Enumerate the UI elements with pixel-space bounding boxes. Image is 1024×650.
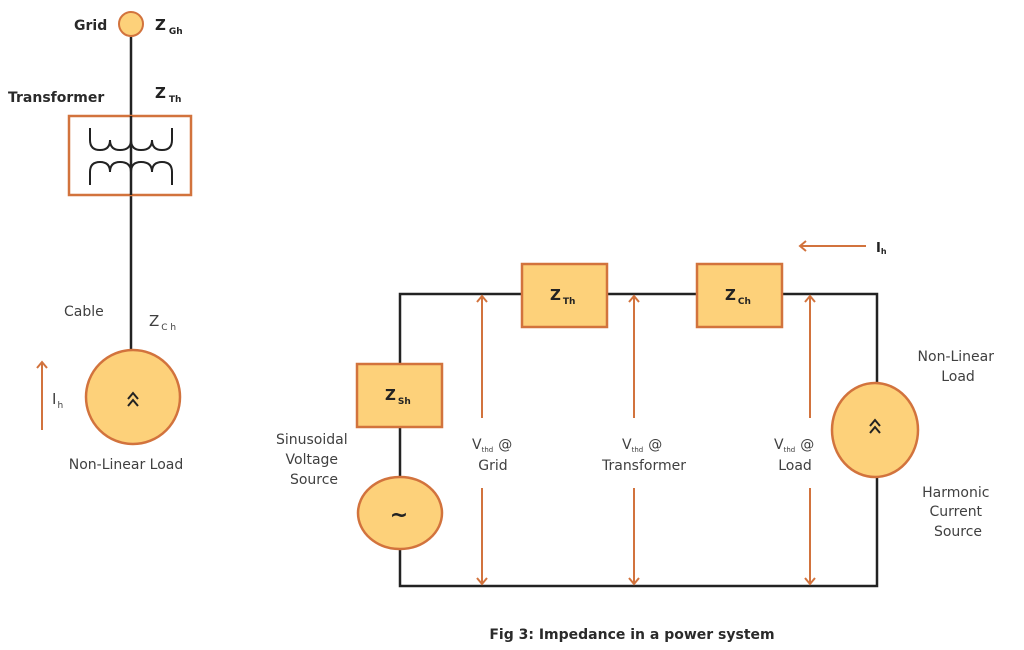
non-linear-load-label-right: Non-Linear Load: [918, 349, 999, 385]
transformer-impedance-box: [520, 262, 609, 329]
double-chevron-up-icon-right: [869, 418, 881, 434]
source-impedance-box: [355, 362, 444, 429]
grid-label: Grid: [74, 18, 107, 34]
cable-label: Cable: [64, 304, 104, 320]
voltage-source-icon: [356, 475, 444, 551]
harmonic-current-label: Ih: [52, 390, 63, 411]
vthd-load-label: Vthd@: [774, 437, 814, 454]
figure-caption: Fig 3: Impedance in a power system: [489, 627, 774, 643]
grid-node-icon: [118, 11, 144, 37]
double-chevron-up-icon: [127, 391, 139, 407]
non-linear-load-label: Non-Linear Load: [69, 457, 184, 473]
current-source-icon: [84, 348, 182, 446]
vthd-transformer-location: Transformer: [601, 458, 686, 474]
vthd-grid-location: Grid: [478, 458, 507, 474]
voltage-source-label: Sinusoidal Voltage Source: [276, 432, 352, 488]
transformer-label: Transformer: [8, 90, 104, 106]
harmonic-source-label: Harmonic Current Source: [922, 485, 994, 540]
bottom-wire: [398, 476, 879, 588]
vthd-load-location: Load: [778, 458, 812, 474]
cable-impedance-box: [695, 262, 784, 329]
primary-winding-icon: [89, 128, 173, 152]
secondary-winding-icon: [89, 160, 173, 185]
top-wire: [398, 292, 879, 383]
sine-wave-symbol: ~: [390, 503, 408, 528]
vthd-transformer-label: Vthd@: [622, 437, 662, 454]
vthd-grid-label: Vthd@: [472, 437, 512, 454]
harmonic-current-label-right: Ih: [876, 241, 887, 256]
harmonic-current-source-icon: [830, 381, 920, 479]
